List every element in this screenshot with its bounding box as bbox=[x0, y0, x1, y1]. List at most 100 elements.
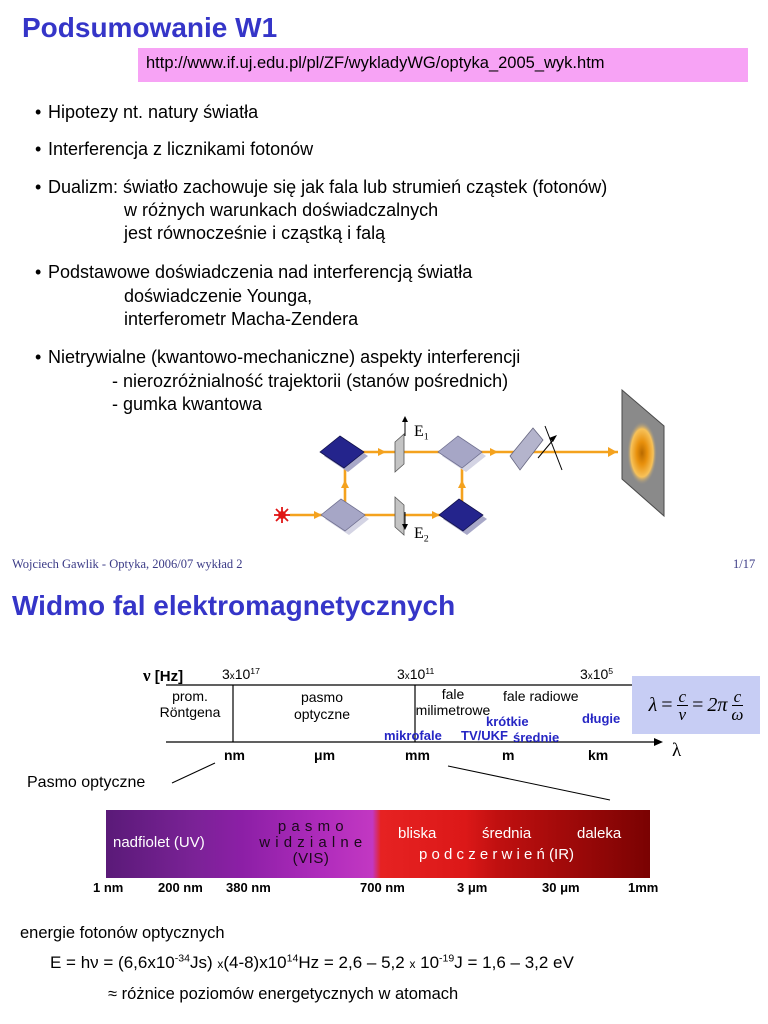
eq-times: x bbox=[217, 957, 224, 971]
eq-part: 10 bbox=[415, 953, 440, 972]
bullet-subline: - gumka kwantowa bbox=[112, 394, 263, 414]
formula-two-pi: 2π bbox=[707, 693, 728, 716]
tick-mantissa: 3 bbox=[397, 666, 405, 682]
eq-exponent: -34 bbox=[174, 952, 190, 965]
tick-mantissa: 3 bbox=[580, 666, 588, 682]
photon-energy-equation: E = hν = (6,6x10-34Js) x(4-8)x1014Hz = 2… bbox=[50, 953, 574, 973]
bullet-text: Interferencja z licznikami fotonów bbox=[48, 139, 314, 159]
formula-lambda: λ bbox=[648, 693, 658, 716]
band-ir-label: p o d c z e r w i e ń (IR) bbox=[419, 846, 575, 863]
bullet-subline: w różnych warunkach doświadczalnych bbox=[124, 200, 439, 220]
eq-exponent: -19 bbox=[439, 952, 455, 965]
band-tick-label: 1mm bbox=[628, 880, 659, 895]
band-visible-line: (VIS) bbox=[292, 850, 330, 867]
bullet-text: Hipotezy nt. natury światła bbox=[48, 102, 259, 122]
eq-dash: – bbox=[366, 953, 377, 972]
frequency-tick-label: 3x1017 bbox=[222, 666, 260, 682]
eq-part: 5,2 bbox=[376, 953, 410, 972]
band-tick-label: 200 nm bbox=[158, 880, 203, 895]
arrowhead bbox=[432, 511, 440, 519]
band-visible-label: p a s m o w i d z i a l n e (VIS) bbox=[244, 819, 378, 867]
band-visible-line: w i d z i a l n e bbox=[259, 834, 363, 851]
spectrum-axes bbox=[166, 684, 655, 743]
bullet-marker: • bbox=[35, 102, 42, 122]
tick-base: 10 bbox=[409, 666, 426, 682]
frequency-tick-label: 3x1011 bbox=[397, 666, 434, 682]
approx-symbol: ≈ bbox=[108, 985, 118, 1003]
frequency-unit: [Hz] bbox=[154, 668, 184, 685]
region-label-line: prom. bbox=[172, 688, 208, 704]
region-optical: pasmo optyczne bbox=[277, 689, 367, 723]
polarizer-plate-upper bbox=[394, 416, 408, 473]
band-tick-label: 3 μm bbox=[457, 880, 488, 895]
region-radio: fale radiowe bbox=[503, 688, 579, 704]
bullet-marker: • bbox=[35, 139, 42, 159]
band-near-ir-label: bliska bbox=[398, 825, 437, 842]
region-label-line: Röntgena bbox=[159, 704, 221, 720]
bullet-text: Nietrywialne (kwantowo-mechaniczne) aspe… bbox=[48, 347, 521, 367]
region-label-line: optyczne bbox=[293, 706, 351, 722]
eq-part: E = hν = (6,6x10 bbox=[50, 953, 175, 972]
band-mid-ir-label: średnia bbox=[482, 825, 532, 842]
bullet-subline: - nierozróżnialność trajektorii (stanów … bbox=[112, 371, 509, 391]
field-label-e1: E1 bbox=[414, 423, 429, 442]
lecture-url-link[interactable]: http://www.if.uj.edu.pl/pl/ZF/wykladyWG/… bbox=[138, 48, 748, 82]
region-tv-ukf: TV/UKF bbox=[461, 728, 508, 743]
band-tick-label: 380 nm bbox=[226, 880, 271, 895]
band-far-ir-label: daleka bbox=[577, 825, 622, 842]
eq-part: (4-8)x10 bbox=[223, 953, 287, 972]
eq-dash: – bbox=[510, 953, 520, 972]
eq-part: 3,2 eV bbox=[519, 953, 574, 972]
tick-exponent: 11 bbox=[425, 665, 435, 676]
e-symbol: E bbox=[414, 423, 424, 440]
mirror-bottom-right bbox=[438, 498, 487, 535]
lambda-axis-symbol: λ bbox=[672, 740, 682, 761]
e-symbol: E bbox=[414, 525, 424, 542]
tick-times: x bbox=[587, 671, 593, 682]
e2-subscript: 2 bbox=[423, 533, 429, 545]
formula-numerator: c bbox=[731, 686, 744, 706]
formula-fraction: c ω bbox=[731, 688, 743, 723]
bullet-item: • Dualizm: światło zachowuje się jak fala… bbox=[35, 176, 607, 198]
beam-arrowheads bbox=[314, 447, 617, 519]
optical-band-pointer bbox=[171, 762, 611, 801]
energy-levels-note: ≈ różnice poziomów energetycznych w atom… bbox=[108, 985, 458, 1004]
frequency-axis-label: ν [Hz] bbox=[143, 666, 183, 686]
frequency-tick-label: 3x105 bbox=[580, 666, 613, 682]
region-label-line: milimetrowe bbox=[415, 702, 491, 718]
eq-part: Js) bbox=[189, 953, 218, 972]
arrowhead bbox=[341, 480, 349, 488]
footer-page-number: 1/17 bbox=[733, 557, 756, 571]
photon-energy-heading: energie fotonów optycznych bbox=[20, 924, 225, 942]
eq-part: Hz = 2,6 bbox=[298, 953, 367, 972]
band-tick-label: 1 nm bbox=[93, 880, 124, 895]
arrowhead bbox=[608, 447, 617, 457]
bullet-marker: • bbox=[35, 177, 42, 197]
bullet-subline: interferometr Macha-Zendera bbox=[124, 309, 359, 329]
region-medium-wave: średnie bbox=[513, 730, 560, 745]
arrowhead bbox=[490, 448, 498, 456]
wavelength-formula: λ = c ν = 2π c ω bbox=[632, 676, 760, 734]
region-microwave: mikrofale bbox=[384, 728, 442, 743]
analyzer-polarizer bbox=[509, 425, 563, 471]
tick-base: 10 bbox=[592, 666, 609, 682]
bullet-subline: jest równocześnie i cząstką i falą bbox=[124, 223, 386, 243]
region-millimeter: fale milimetrowe bbox=[405, 686, 501, 718]
bullet-text: Podstawowe doświadczenia nad interferenc… bbox=[48, 262, 473, 282]
bullet-marker: • bbox=[35, 262, 42, 282]
wavelength-axis-arrowhead bbox=[654, 738, 663, 746]
bullet-item: • Podstawowe doświadczenia nad interferen… bbox=[35, 261, 472, 283]
arrowhead bbox=[378, 448, 386, 456]
bullet-text: Dualizm: światło zachowuje się jak fala … bbox=[48, 177, 608, 197]
wavelength-unit: m bbox=[502, 747, 515, 763]
tick-times: x bbox=[404, 671, 410, 682]
eq-exponent: 14 bbox=[286, 952, 299, 965]
region-long-wave: długie bbox=[582, 711, 621, 726]
band-uv-label: nadfiolet (UV) bbox=[113, 834, 205, 851]
arrowhead bbox=[314, 511, 322, 519]
tick-mantissa: 3 bbox=[222, 666, 230, 682]
interference-spot bbox=[627, 421, 657, 485]
formula-equals: = bbox=[692, 693, 704, 716]
field-label-e2: E2 bbox=[414, 525, 429, 545]
bullet-item: • Hipotezy nt. natury światła bbox=[35, 101, 258, 123]
